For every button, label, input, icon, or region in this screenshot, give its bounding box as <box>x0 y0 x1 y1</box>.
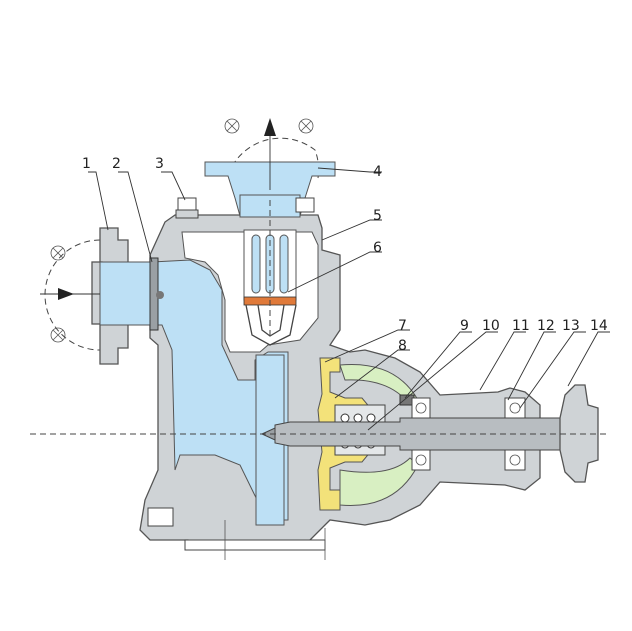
inlet-bolt-circle <box>44 239 101 351</box>
callout-13: 13 <box>562 318 580 334</box>
callout-11: 11 <box>512 318 530 334</box>
pump-base <box>147 507 326 560</box>
outlet-arrow-icon <box>264 118 276 136</box>
inlet-bolt-mark-top <box>50 245 66 261</box>
callout-8: 8 <box>398 338 407 354</box>
leader-lines <box>88 167 610 431</box>
callout-14: 14 <box>590 318 608 334</box>
inlet-bolt-mark-bottom <box>50 327 66 343</box>
callout-5: 5 <box>373 208 382 224</box>
coupling <box>559 384 599 483</box>
flow-arrows <box>30 118 610 435</box>
inlet-arrow-icon <box>58 288 74 300</box>
callout-4: 4 <box>373 164 382 180</box>
callout-7: 7 <box>398 318 407 334</box>
outlet-bolt-mark-left <box>224 118 240 134</box>
cover-bolt <box>175 197 315 219</box>
callout-3: 3 <box>155 156 164 172</box>
callout-1: 1 <box>82 156 91 172</box>
bearings <box>411 397 526 471</box>
callout-10: 10 <box>482 318 500 334</box>
callout-labels: 1 2 3 4 5 6 7 8 9 10 11 12 13 14 <box>82 156 608 354</box>
water-passage <box>99 259 289 526</box>
callout-9: 9 <box>460 318 469 334</box>
callout-2: 2 <box>112 156 121 172</box>
outlet-bolt-circle <box>224 118 320 179</box>
callout-12: 12 <box>537 318 555 334</box>
outlet-bolt-mark-right <box>298 118 314 134</box>
callout-6: 6 <box>373 240 382 256</box>
inlet-check-valve <box>149 257 164 331</box>
